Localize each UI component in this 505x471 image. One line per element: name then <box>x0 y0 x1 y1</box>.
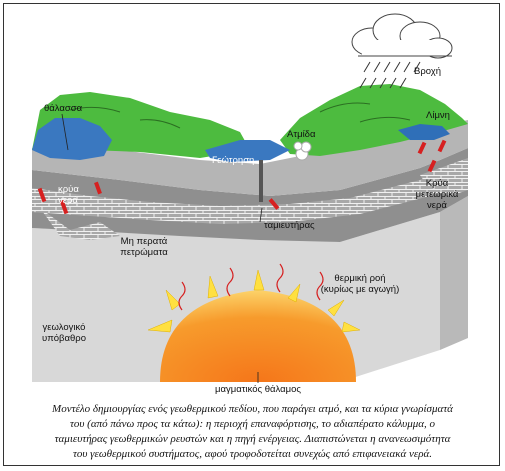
label-heat-flow-2: (κυρίως με αγωγή) <box>321 284 399 295</box>
heat-spikes <box>147 269 361 333</box>
sea-water <box>32 118 112 160</box>
block-side-face <box>440 196 468 350</box>
label-magma-chamber: μαγματικός θάλαμος <box>215 384 301 395</box>
steam-plume-icon <box>293 141 312 161</box>
label-rain: Βροχή <box>414 66 441 77</box>
label-well: Γεώτρηση <box>212 155 254 166</box>
label-cold-meteoric-2: μετεωρικά <box>416 189 459 200</box>
label-heat-flow-1: θερμική ροή <box>334 273 385 284</box>
reservoir-fracture-right <box>420 158 468 196</box>
caption-line-1: Μοντέλο δημιουργίας ενός γεωθερμικού πεδ… <box>52 403 453 415</box>
label-reservoir: ταμιευτήρας <box>264 220 315 231</box>
reservoir-fracture-left <box>40 208 120 240</box>
label-steam: Ατμίδα <box>287 129 316 140</box>
contour-lines <box>69 102 411 129</box>
pointer-lines <box>61 113 263 383</box>
label-cold-meteoric-1: Κρύα <box>426 178 449 189</box>
label-impermeable-1: Μη περατά <box>121 236 168 247</box>
heat-flow-arrows <box>178 263 324 311</box>
label-sea: θάλασσα <box>44 103 83 114</box>
figure-frame <box>3 3 500 466</box>
caption-line-2: του (από πάνω προς τα κάτω): η περιοχή ε… <box>69 418 436 430</box>
label-basement-2: υπόβαθρο <box>42 333 86 344</box>
caption-line-3: ταμιευτήρας γεωθερμικών ρευστών και η πη… <box>54 433 451 445</box>
label-cold-meteoric-3: νερά <box>427 200 447 211</box>
label-lake: Λίμνη <box>426 110 450 121</box>
reservoir-band <box>32 165 468 224</box>
label-basement-1: γεωλογικό <box>43 322 86 333</box>
rain-cloud-icon <box>351 13 453 59</box>
figure-caption: Μοντέλο δημιουργίας ενός γεωθερμικού πεδ… <box>12 402 493 462</box>
geothermal-diagram: Βροχή θάλασσα Ατμίδα Λίμνη Γεώτρηση κρύα… <box>32 13 468 395</box>
valley-water <box>205 140 290 162</box>
label-cold-water-1: κρύα <box>58 184 79 195</box>
magma-chamber <box>160 290 356 382</box>
right-hill-vegetation <box>280 84 468 156</box>
rain-streaks <box>359 61 421 89</box>
cold-water-arrows <box>37 139 447 215</box>
lake-water <box>398 124 450 140</box>
ground-surface <box>32 120 468 196</box>
caption-line-4: του γεωθερμικού συστήματος, αφού τροφοδο… <box>72 448 433 460</box>
well-pipe <box>259 160 263 202</box>
label-impermeable-2: πετρώματα <box>120 247 168 258</box>
label-cold-water-2: νερά <box>58 195 78 206</box>
